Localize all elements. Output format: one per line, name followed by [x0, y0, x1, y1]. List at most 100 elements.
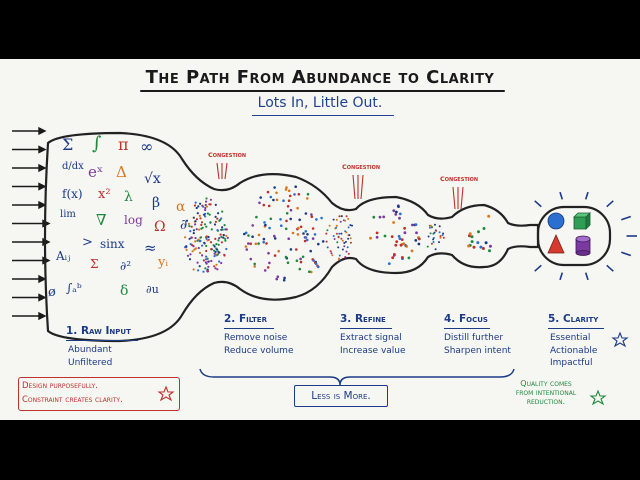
input-arrow-head	[38, 274, 47, 284]
particle	[208, 213, 211, 216]
particle	[287, 237, 291, 240]
particle	[297, 226, 300, 230]
particle	[343, 242, 346, 244]
particle	[213, 249, 216, 252]
particle	[470, 240, 474, 244]
stage-1-desc: Abundant Unfiltered	[68, 344, 112, 369]
particle	[201, 254, 204, 257]
particle	[339, 259, 342, 262]
particle	[205, 225, 208, 228]
particle	[275, 191, 278, 195]
input-arrow-head	[38, 145, 47, 154]
input-arrow-head	[38, 293, 47, 302]
particle	[206, 239, 209, 242]
particle	[222, 234, 225, 237]
title-underline	[140, 90, 505, 92]
particle	[282, 199, 285, 202]
particle	[325, 232, 328, 235]
particle	[289, 217, 293, 221]
particle	[253, 262, 256, 266]
math-symbol: f(x)	[62, 187, 83, 201]
particle	[207, 265, 210, 268]
particle	[190, 225, 193, 228]
particle	[476, 241, 480, 245]
particle	[468, 232, 472, 236]
particle	[213, 245, 216, 248]
particle	[185, 245, 188, 248]
particle	[204, 258, 208, 261]
purple-cylinder-icon	[575, 235, 591, 256]
math-symbol: x²	[98, 187, 111, 202]
particle	[435, 229, 438, 232]
particle	[192, 245, 195, 248]
particle	[220, 235, 223, 239]
particle	[306, 233, 309, 236]
input-arrow-head	[38, 182, 47, 191]
particle	[391, 256, 395, 260]
quality-note-line-2: from intentional	[515, 388, 577, 397]
particle	[262, 240, 266, 244]
particle	[345, 215, 348, 218]
particle	[314, 262, 318, 266]
particle	[192, 268, 195, 271]
particle	[275, 198, 279, 202]
particle	[220, 241, 223, 244]
particle	[432, 238, 435, 241]
particle	[481, 247, 485, 250]
particle	[375, 235, 379, 239]
math-symbol: Δ	[116, 163, 127, 181]
particle	[293, 193, 296, 196]
design-note-box	[18, 377, 180, 411]
particle	[215, 263, 218, 266]
math-symbol: ∫ₐᵇ	[66, 281, 82, 295]
particle	[387, 262, 391, 265]
particle	[332, 235, 335, 237]
particle	[434, 248, 437, 251]
particle	[401, 256, 404, 259]
particle	[186, 254, 190, 257]
particle	[267, 251, 270, 255]
particle	[326, 229, 329, 232]
particle	[341, 248, 344, 251]
particle	[244, 231, 248, 235]
particle	[200, 221, 204, 224]
particle	[213, 223, 217, 226]
particle	[340, 237, 343, 240]
particle	[206, 212, 209, 215]
stage-5-line-1: Essential	[550, 333, 591, 343]
particle	[204, 267, 207, 270]
particle	[393, 253, 396, 256]
input-arrow-head	[38, 311, 47, 321]
particle	[305, 238, 309, 242]
particle	[298, 218, 302, 222]
clarity-rays	[534, 191, 637, 281]
stage-1-title: 1. Raw Input	[66, 325, 131, 337]
particle	[217, 212, 220, 215]
math-symbol: Σ	[90, 257, 99, 271]
particle	[262, 203, 266, 207]
stage-2-line-1: Remove noise	[224, 333, 288, 343]
particle	[433, 231, 436, 234]
stage-2-desc: Remove noise Reduce volume	[224, 332, 294, 357]
particle	[287, 189, 291, 193]
stage-3-line-2: Increase value	[340, 345, 406, 356]
particle	[343, 245, 346, 248]
particle	[417, 237, 421, 241]
particle	[315, 218, 318, 221]
particle	[205, 255, 208, 258]
stage-4-line-1: Distill further	[444, 333, 504, 343]
particle	[394, 243, 398, 247]
clarity-shapes	[547, 212, 591, 256]
particle	[390, 235, 394, 239]
particle	[482, 227, 486, 230]
particle	[338, 232, 341, 235]
particle	[192, 229, 195, 232]
particle	[488, 249, 491, 253]
particle	[195, 228, 198, 231]
particle	[349, 241, 352, 244]
particle	[266, 190, 270, 194]
particle	[193, 248, 196, 251]
particle	[263, 221, 266, 224]
math-symbol: eˣ	[88, 163, 104, 181]
congestion-label-2: Congestion	[342, 163, 381, 171]
